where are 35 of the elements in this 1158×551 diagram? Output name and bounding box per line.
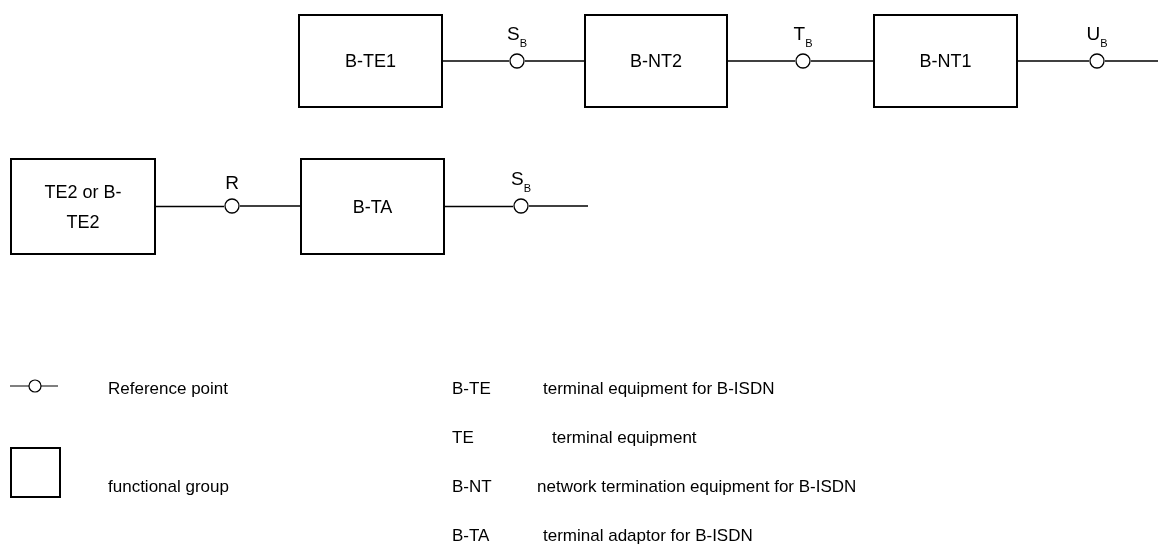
- reference-point-label: S$_{B}$: [506, 23, 528, 49]
- functional-group-box: [10, 158, 156, 255]
- group-name: B-TE1: [345, 50, 396, 73]
- abbreviation: B-TA: [452, 526, 490, 546]
- connection-line: [155, 205, 225, 208]
- connection-line: [528, 205, 589, 207]
- abbreviation-definition: terminal equipment for B-ISDN: [543, 379, 775, 399]
- connection-line: [810, 60, 874, 62]
- group-name: TE2 or B-TE2: [43, 180, 123, 234]
- connection-line: [442, 60, 510, 62]
- reference-point-label: U$_{B}$: [1085, 23, 1109, 49]
- connection-line: [1017, 60, 1090, 62]
- reference-point-label: T$_{B}$: [792, 23, 814, 49]
- legend-text: Reference point: [108, 379, 229, 399]
- connection-line: [524, 60, 585, 62]
- reference-point-label: R: [224, 172, 240, 194]
- abbreviation: B-TE: [452, 379, 491, 399]
- group-name: B-NT2: [630, 50, 682, 73]
- functional-group-box: [300, 158, 445, 255]
- connection-line: [1104, 60, 1158, 62]
- legend-text: functional group: [108, 477, 229, 497]
- abbreviation: B-NT: [452, 477, 492, 497]
- abbreviation-definition: terminal adaptor for B-ISDN: [543, 526, 753, 546]
- group-name: B-NT1: [919, 50, 972, 73]
- functional-group-box: [584, 14, 728, 108]
- functional-group-box: [873, 14, 1018, 108]
- connection-line: [444, 205, 514, 208]
- reference-point-label: S$_{B}$: [510, 168, 532, 194]
- connection-line: [727, 60, 796, 62]
- abbreviation-definition: network termination equipment for B-ISDN: [537, 477, 857, 497]
- abbreviation-definition: terminal equipment: [552, 428, 697, 448]
- group-name: B-TA: [352, 195, 393, 219]
- connection-line: [239, 205, 301, 207]
- functional-group-box: [298, 14, 443, 108]
- abbreviation: TE: [452, 428, 474, 448]
